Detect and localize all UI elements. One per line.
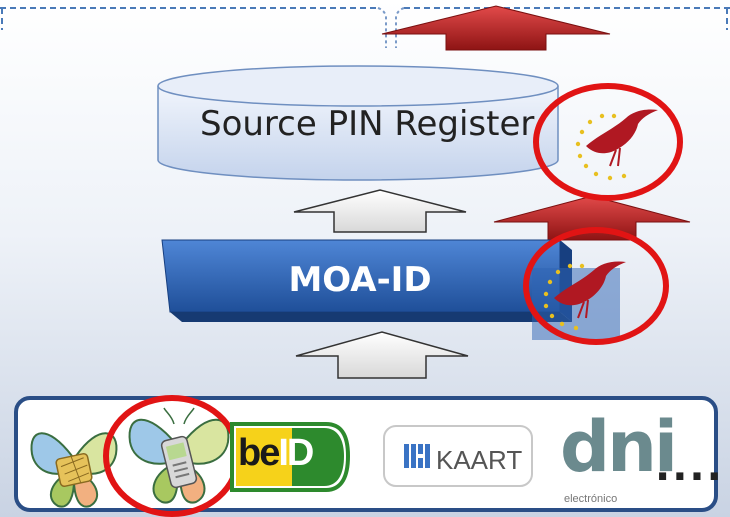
moa-id-label: MOA-ID (288, 260, 432, 300)
eu-stars-icon (543, 263, 585, 331)
dni-subtitle: electrónico (564, 493, 618, 505)
eu-stars-icon (575, 113, 627, 181)
top-dashed-frame (0, 7, 730, 30)
kaart-logo (383, 425, 533, 487)
source-pin-register-cylinder (157, 65, 559, 181)
source-pin-register-label: Source PIN Register (200, 104, 535, 144)
highlight-circle-moa (523, 227, 669, 345)
more-tokens-ellipsis: .... (655, 444, 724, 490)
kaart-label: KAART (436, 445, 523, 475)
up-arrow-red-middle (493, 195, 691, 241)
dni-logo-text: dni (560, 406, 678, 488)
butterfly-mobile-icon (128, 407, 230, 504)
beid-logo-text: beID (238, 432, 314, 474)
up-arrow-gray-lower (295, 331, 469, 379)
top-connector (377, 7, 405, 48)
beid-logo (230, 422, 351, 492)
highlight-circle-register (533, 83, 683, 201)
stork-logo-icon (575, 109, 658, 181)
up-arrow-red-top (381, 5, 611, 51)
up-arrow-gray-upper (293, 189, 467, 233)
